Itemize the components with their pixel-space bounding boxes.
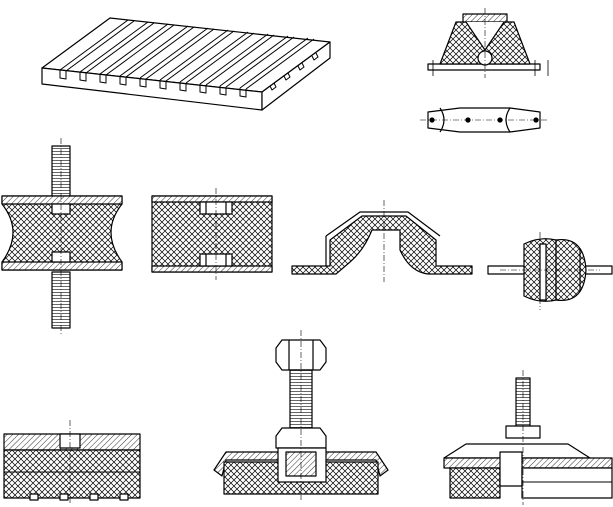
bobbin-mount bbox=[1, 138, 123, 334]
flanged-mount bbox=[443, 370, 613, 505]
hat-channel-mount bbox=[291, 200, 473, 282]
v-block-mount bbox=[427, 8, 549, 78]
plate-mount bbox=[3, 420, 141, 505]
pin-connector bbox=[420, 107, 548, 133]
bushing-mount bbox=[487, 232, 613, 310]
ribbed-rubber-mat bbox=[41, 17, 331, 111]
leveling-foot bbox=[213, 330, 389, 500]
cylindrical-mount bbox=[151, 188, 273, 280]
